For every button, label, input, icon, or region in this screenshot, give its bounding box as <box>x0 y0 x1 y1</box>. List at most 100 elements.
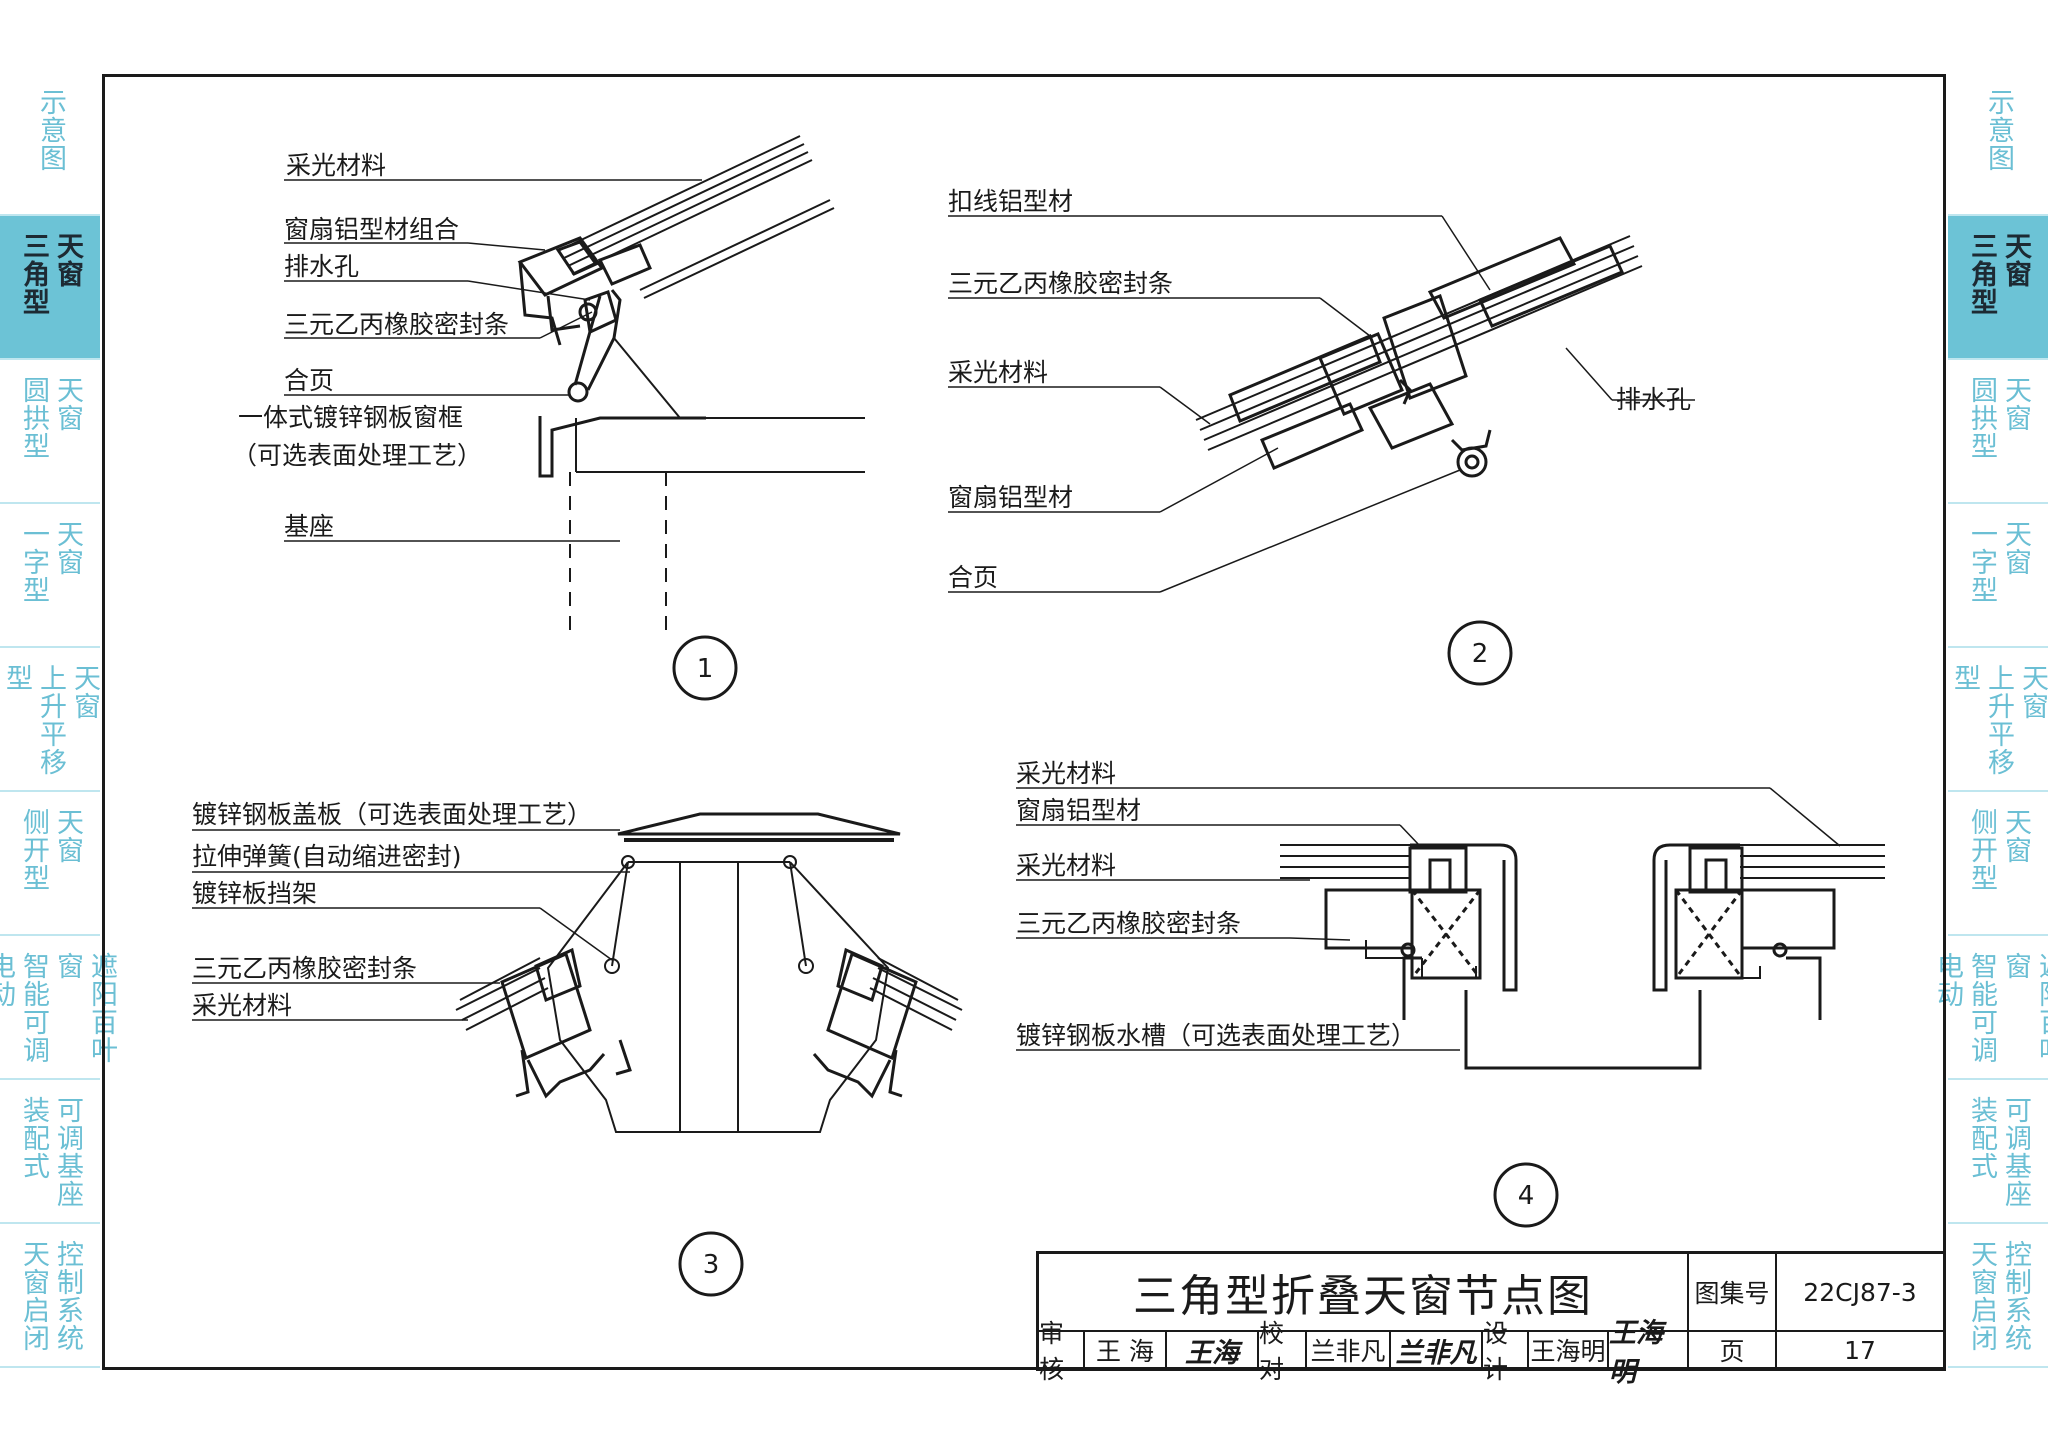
design-label: 设计 <box>1483 1319 1529 1384</box>
leaders-1 <box>284 179 702 542</box>
label-drain-hole: 排水孔 <box>1616 385 1691 414</box>
tab-triangle-skylight[interactable]: 天窗三角型 <box>0 216 100 360</box>
label-glazing-material: 采光材料 <box>192 991 292 1020</box>
title-block: 三角型折叠天窗节点图 图集号 22CJ87-3 审核 王 海 王海 校对 兰非凡… <box>1036 1251 1946 1388</box>
label-epdm-seal: 三元乙丙橡胶密封条 <box>948 269 1173 298</box>
label-glazing-material: 采光材料 <box>1016 759 1116 788</box>
label-glazing-material: 采光材料 <box>948 358 1048 387</box>
tab-label: 智能可调电动 <box>1932 952 1997 1064</box>
tab-label: 上升平移型 <box>1949 664 2014 776</box>
tab-label: 天窗 <box>2000 808 2031 864</box>
detail-3 <box>192 812 963 1133</box>
detail-1 <box>284 135 865 630</box>
tab-adjustable-base[interactable]: 可调基座装配式 <box>1948 1080 2048 1224</box>
label-epdm-seal: 三元乙丙橡胶密封条 <box>284 310 509 339</box>
label-sash-profile-assembly: 窗扇铝型材组合 <box>284 215 459 244</box>
tab-control-system[interactable]: 控制系统天窗启闭 <box>1948 1224 2048 1368</box>
tab-label: 天窗 <box>69 664 100 720</box>
checker-signature: 兰非凡 <box>1391 1332 1483 1369</box>
tab-label: 天窗 <box>2000 232 2031 288</box>
tab-label: 天窗 <box>2000 376 2031 432</box>
tab-label: 装配式 <box>18 1096 49 1180</box>
tab-label: 圆拱型 <box>18 376 49 460</box>
tab-linear-skylight[interactable]: 天窗一字型 <box>1948 504 2048 648</box>
tab-label: 侧开型 <box>18 808 49 892</box>
sash-profile <box>1228 236 1625 478</box>
tab-schematic[interactable]: 示意图 <box>0 72 100 216</box>
label-stop-bracket: 镀锌板挡架 <box>192 879 317 908</box>
leaders-4 <box>1016 787 1841 1051</box>
tab-label: 天窗 <box>52 376 83 432</box>
label-drain-hole: 排水孔 <box>284 252 359 281</box>
detail-2 <box>948 215 1695 593</box>
tab-adjustable-base[interactable]: 可调基座装配式 <box>0 1080 100 1224</box>
detail-2-number: 2 <box>1472 639 1489 669</box>
tab-label: 天窗 <box>52 232 83 288</box>
tab-label: 智能可调电动 <box>0 952 49 1064</box>
detail-4-number-circle <box>1493 1162 1559 1228</box>
tab-label: 三角型 <box>1966 232 1997 316</box>
designer-name: 王海明 <box>1529 1332 1609 1368</box>
detail-4 <box>1016 787 1885 1070</box>
tab-triangle-skylight[interactable]: 天窗三角型 <box>1948 216 2048 360</box>
label-clip-profile: 扣线铝型材 <box>948 187 1073 216</box>
review-label: 审核 <box>1039 1319 1085 1384</box>
tab-label: 遮阳百叶窗 <box>52 952 117 1064</box>
sash-profile <box>517 236 652 403</box>
tab-lift-slide-skylight[interactable]: 天窗上升平移型 <box>0 648 100 792</box>
detail-3-number-circle <box>678 1231 744 1297</box>
label-epdm-seal: 三元乙丙橡胶密封条 <box>192 954 417 983</box>
label-epdm-seal: 三元乙丙橡胶密封条 <box>1016 909 1241 938</box>
tab-label: 遮阳百叶窗 <box>2000 952 2048 1064</box>
glazing-layers <box>559 135 835 299</box>
tab-label: 示意图 <box>35 88 66 172</box>
tab-label: 天窗 <box>52 520 83 576</box>
tab-label: 示意图 <box>1983 88 2014 172</box>
tab-label: 控制系统 <box>2000 1240 2031 1352</box>
tab-label: 控制系统 <box>52 1240 83 1352</box>
detail-1-number: 1 <box>697 654 714 684</box>
tab-electric-louver[interactable]: 遮阳百叶窗智能可调电动 <box>0 936 117 1080</box>
drawing-title: 三角型折叠天窗节点图 <box>1039 1254 1689 1332</box>
tab-label: 天窗 <box>2017 664 2048 720</box>
check-label: 校对 <box>1259 1319 1307 1384</box>
label-base: 基座 <box>284 512 334 541</box>
page-number: 17 <box>1844 1335 1876 1365</box>
label-hinge: 合页 <box>948 563 998 592</box>
tab-label: 天窗 <box>2000 520 2031 576</box>
tab-electric-louver[interactable]: 遮阳百叶窗智能可调电动 <box>1932 936 2048 1080</box>
label-hinge: 合页 <box>284 366 334 395</box>
tab-control-system[interactable]: 控制系统天窗启闭 <box>0 1224 100 1368</box>
leaders-2 <box>948 215 1695 593</box>
tab-label: 可调基座 <box>52 1096 83 1208</box>
detail-4-number: 4 <box>1518 1181 1535 1211</box>
label-cover-plate: 镀锌钢板盖板（可选表面处理工艺） <box>192 800 592 829</box>
drawing-frame <box>102 74 1946 1370</box>
tab-label: 三角型 <box>18 232 49 316</box>
tab-linear-skylight[interactable]: 天窗一字型 <box>0 504 100 648</box>
label-glazing-material: 采光材料 <box>286 151 386 180</box>
tab-arch-skylight[interactable]: 天窗圆拱型 <box>1948 360 2048 504</box>
leaders-3 <box>192 829 630 1021</box>
reviewer-signature: 王海 <box>1167 1332 1259 1369</box>
label-tension-spring: 拉伸弹簧(自动缩进密封) <box>192 842 462 871</box>
tab-side-open-skylight[interactable]: 天窗侧开型 <box>0 792 100 936</box>
reviewer-name: 王 海 <box>1085 1332 1167 1368</box>
tab-arch-skylight[interactable]: 天窗圆拱型 <box>0 360 100 504</box>
detail-3-number: 3 <box>703 1250 720 1280</box>
label-steel-gutter: 镀锌钢板水槽（可选表面处理工艺） <box>1016 1021 1416 1050</box>
label-steel-frame: 一体式镀锌钢板窗框 <box>238 403 463 432</box>
tab-side-open-skylight[interactable]: 天窗侧开型 <box>1948 792 2048 936</box>
label-glazing-material: 采光材料 <box>1016 851 1116 880</box>
tab-lift-slide-skylight[interactable]: 天窗上升平移型 <box>1948 648 2048 792</box>
detail-1-number-circle <box>672 635 738 701</box>
label-sash-profile: 窗扇铝型材 <box>948 483 1073 512</box>
tab-label: 可调基座 <box>2000 1096 2031 1208</box>
checker-name: 兰非凡 <box>1307 1332 1391 1368</box>
tab-schematic[interactable]: 示意图 <box>1948 72 2048 216</box>
tab-label: 天窗启闭 <box>18 1240 49 1352</box>
atlas-number: 22CJ87-3 <box>1777 1254 1943 1332</box>
tab-label: 装配式 <box>1966 1096 1997 1180</box>
designer-signature: 王海明 <box>1609 1318 1689 1388</box>
